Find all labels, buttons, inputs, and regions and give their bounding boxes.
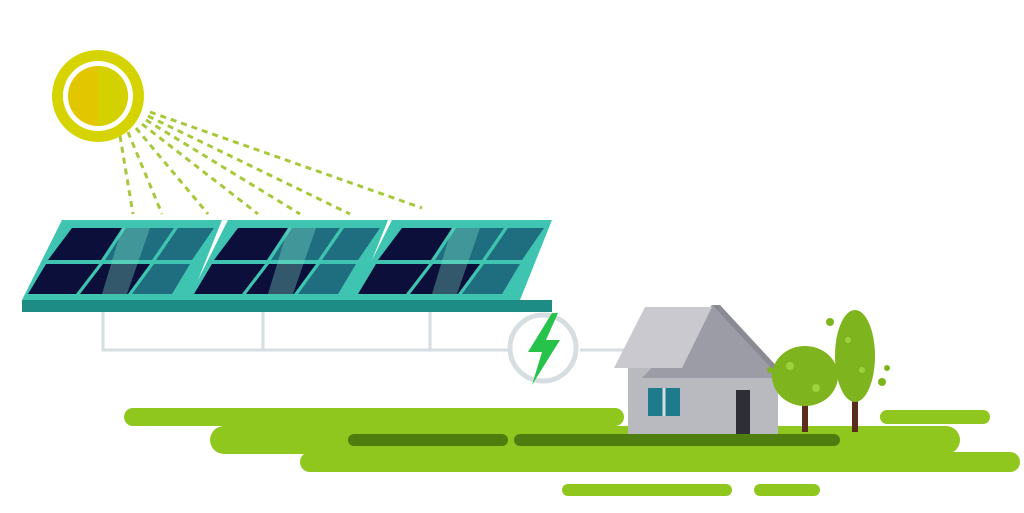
sun-rays bbox=[118, 110, 423, 216]
sun-icon bbox=[52, 50, 144, 142]
house-icon bbox=[614, 305, 782, 434]
tree-icon bbox=[826, 310, 890, 432]
tree-icon bbox=[767, 346, 838, 432]
ground bbox=[124, 408, 1020, 496]
wiring bbox=[101, 312, 628, 352]
lightning-bolt-icon bbox=[507, 312, 579, 385]
